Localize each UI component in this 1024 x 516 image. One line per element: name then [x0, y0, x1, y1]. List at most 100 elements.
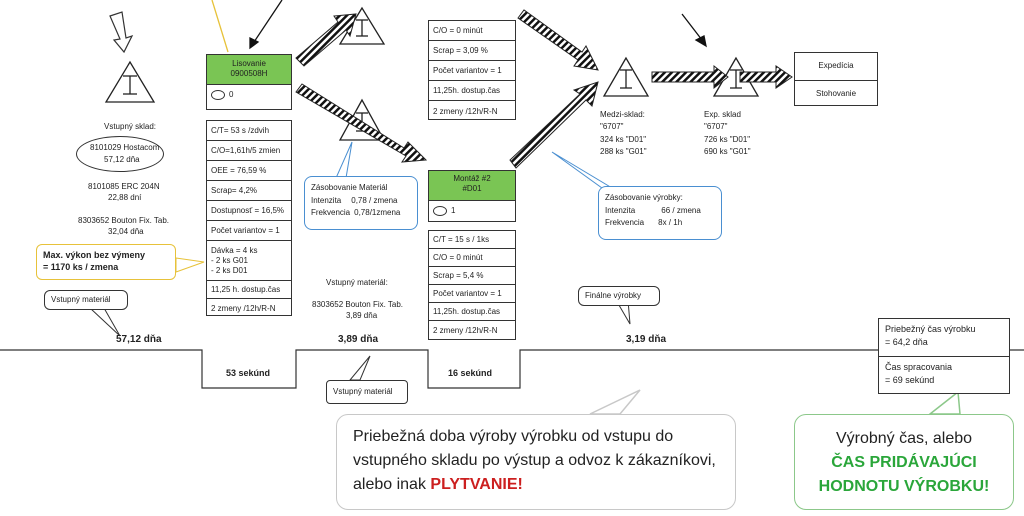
upper-co: C/O = 0 minút: [429, 21, 515, 41]
lisovanie-variants: Počet variantov = 1: [207, 221, 291, 241]
lisovanie-ct: C/T= 53 s /zdvih: [207, 121, 291, 141]
process-lisovanie[interactable]: Lisovanie 0900508H 0: [206, 54, 292, 110]
summary-lead-time: Priebežný čas výrobku = 64,2 dňa: [879, 319, 1009, 357]
push-arrow-icon: [739, 65, 793, 89]
value-add-line2: ČAS PRIDÁVAJÚCI: [831, 454, 977, 471]
process-montaz-header: Montáž #2 #D01: [429, 171, 515, 201]
max-output-line1: Max. výkon bez výmeny: [43, 250, 146, 260]
vstupny-material2-days: 3,89 dňa: [346, 311, 378, 320]
operator-icon: [433, 205, 447, 216]
push-arrow-icon: [509, 81, 599, 169]
montaz-variants: Počet variantov = 1: [429, 285, 515, 303]
zasobovanie-vyrobky-callout: Zásobovanie výrobky: Intenzita 66 / zmen…: [598, 186, 722, 240]
exp-sklad-line2: 690 ks "G01": [704, 147, 751, 156]
timeline-days-3: 3,19 dňa: [626, 334, 667, 345]
waste-callout-highlight: PLYTVANIE!: [430, 476, 523, 493]
zasobovanie-material-callout: Zásobovanie Materiál Intenzita 0,78 / zm…: [304, 176, 418, 230]
lisovanie-scrap: Scrap= 4,2%: [207, 181, 291, 201]
inventory-label: Vstupný sklad:: [104, 122, 157, 131]
upper-dostup-cas: 11,25h. dostup.čas: [429, 81, 515, 101]
max-output-callout: Max. výkon bez výmeny = 1170 ks / zmena: [36, 244, 176, 280]
zasobovanie-material-int-val: 0,78 / zmena: [351, 196, 398, 205]
lisovanie-zmeny: 2 zmeny /12h/R-N: [211, 303, 276, 313]
inventory-item3-days: 32,04 dňa: [108, 227, 144, 236]
callout-tails: [88, 141, 961, 415]
expedicia-label: Expedícia: [795, 53, 877, 81]
exp-sklad-label: Exp. sklad: [704, 110, 741, 119]
supplier-name: 8101029 Hostacom: [90, 143, 160, 152]
value-add-line3: HODNOTU VÝROBKU!: [818, 478, 990, 495]
value-add-callout: Výrobný čas, alebo ČAS PRIDÁVAJÚCI HODNO…: [794, 414, 1014, 510]
zasobovanie-material-int-label: Intenzita: [311, 196, 342, 205]
process-montaz-operators: 1: [451, 206, 456, 215]
zasobovanie-material-frek-label: Frekvencia: [311, 208, 351, 217]
supplier-ellipse: [76, 136, 164, 172]
montaz-zmeny: 2 zmeny /12h/R-N: [433, 325, 498, 335]
exp-sklad-line1: 726 ks "D01": [704, 135, 751, 144]
upper-scrap: Scrap = 3,09 %: [429, 41, 515, 61]
zasobovanie-material-title: Zásobovanie Materiál: [311, 183, 388, 192]
vstupny-material-callout-text: Vstupný materiál: [51, 295, 111, 304]
vstupny-material2-label: Vstupný materiál:: [326, 278, 388, 287]
stohovanie-label: Stohovanie: [815, 89, 857, 98]
inventory-triangle-icon: [104, 60, 156, 103]
inventory-item2-days: 22,88 dní: [108, 193, 142, 202]
push-arrow-icon: [295, 83, 428, 163]
vstupny-material-bottom-callout: Vstupný materiál: [326, 380, 408, 404]
exp-sklad-code: "6707": [704, 122, 728, 131]
upper-data-box: C/O = 0 minút Scrap = 3,09 % Počet varia…: [428, 20, 516, 120]
zasobovanie-vyrobky-frek-label: Frekvencia: [605, 218, 645, 227]
timeline-seconds-2: 16 sekúnd: [448, 368, 493, 378]
zasobovanie-vyrobky-int-label: Intenzita: [605, 206, 636, 215]
process-lisovanie-header: Lisovanie 0900508H: [207, 55, 291, 85]
operator-icon: [211, 89, 225, 100]
zasobovanie-vyrobky-frek-val: 8x / 1h: [658, 218, 683, 227]
montaz-data-box: C/T = 15 s / 1ks C/O = 0 minút Scrap = 5…: [428, 230, 516, 340]
value-add-line1: Výrobný čas, alebo: [835, 430, 973, 447]
inventory-triangle-icon: [602, 56, 650, 97]
finalne-vyrobky-text: Finálne výrobky: [585, 291, 642, 300]
process-lisovanie-operators: 0: [229, 90, 234, 99]
expedicia-box[interactable]: Expedícia Stohovanie: [794, 52, 878, 106]
montaz-ct: C/T = 15 s / 1ks: [429, 231, 515, 249]
push-arrow-icon: [517, 9, 599, 71]
push-arrow-icon: [295, 13, 357, 67]
waste-callout-text: Priebežná doba výroby výrobku od vstupu …: [353, 428, 716, 493]
timeline: [0, 349, 1024, 389]
montaz-scrap: Scrap = 5,4 %: [429, 267, 515, 285]
lisovanie-oee: OEE = 76,59 %: [207, 161, 291, 181]
finalne-vyrobky-callout: Finálne výrobky: [578, 286, 660, 306]
timeline-seconds-1: 53 sekúnd: [226, 368, 271, 378]
supplier-days: 57,12 dňa: [104, 155, 140, 164]
waste-callout: Priebežná doba výroby výrobku od vstupu …: [336, 414, 736, 510]
lisovanie-davka: Dávka = 4 ks - 2 ks G01 - 2 ks D01: [207, 241, 291, 281]
zasobovanie-material-frek-val: 0,78/1zmena: [354, 208, 401, 217]
medzi-sklad-line1: 324 ks "D01": [600, 135, 647, 144]
upper-zmeny: 2 zmeny /12h/R-N: [433, 106, 498, 116]
medzi-sklad-line2: 288 ks "G01": [600, 147, 647, 156]
lisovanie-dostup-cas: 11,25 h. dostup.čas: [207, 281, 291, 299]
info-arrow-icon: [211, 0, 707, 53]
summary-processing-time: Čas spracovania = 69 sekúnd: [885, 362, 953, 385]
upper-variants: Počet variantov = 1: [429, 61, 515, 81]
hollow-arrow-icon: [109, 11, 134, 54]
summary-box: Priebežný čas výrobku = 64,2 dňa Čas spr…: [878, 318, 1010, 394]
lisovanie-co: C/O=1,61h/5 zmien: [207, 141, 291, 161]
vstupny-material2-item: 8303652 Bouton Fix. Tab.: [312, 300, 404, 309]
process-montaz[interactable]: Montáž #2 #D01 1: [428, 170, 516, 222]
montaz-co: C/O = 0 minút: [429, 249, 515, 267]
zasobovanie-vyrobky-int-val: 66 / zmena: [661, 206, 701, 215]
lisovanie-dostupnost: Dostupnosť = 16,5%: [207, 201, 291, 221]
timeline-days-1: 57,12 dňa: [116, 334, 162, 345]
zasobovanie-vyrobky-title: Zásobovanie výrobky:: [605, 193, 683, 202]
montaz-dostup-cas: 11,25h. dostup.čas: [429, 303, 515, 321]
max-output-line2: = 1170 ks / zmena: [43, 262, 119, 272]
vstupny-material-callout: Vstupný materiál: [44, 290, 128, 310]
push-arrow-icon: [651, 64, 729, 90]
inventory-item3: 8303652 Bouton Fix. Tab.: [78, 216, 170, 225]
medzi-sklad-code: "6707": [600, 122, 624, 131]
medzi-sklad-label: Medzi-sklad:: [600, 110, 645, 119]
lisovanie-data-box: C/T= 53 s /zdvih C/O=1,61h/5 zmien OEE =…: [206, 120, 292, 316]
timeline-days-2: 3,89 dňa: [338, 334, 379, 345]
